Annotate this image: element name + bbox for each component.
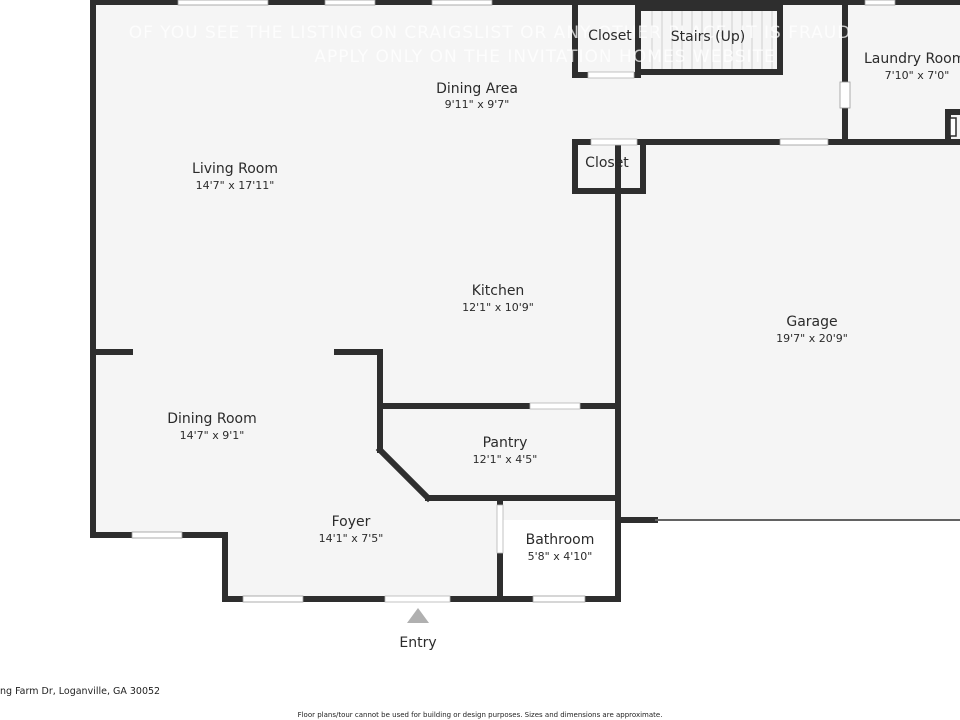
dining-area-name: Dining Area <box>436 81 518 97</box>
closet-mid-name: Closet <box>585 155 629 171</box>
laundry-room-dims: 7'10" x 7'0" <box>885 69 950 82</box>
disclaimer-text: Floor plans/tour cannot be used for buil… <box>297 711 663 719</box>
foyer-name: Foyer <box>332 514 371 530</box>
laundry-room-name: Laundry Room <box>864 51 960 67</box>
door-openings <box>384 71 638 603</box>
pantry-name: Pantry <box>483 435 528 451</box>
address-text: ng Farm Dr, Loganville, GA 30052 <box>0 686 161 697</box>
living-room-name: Living Room <box>192 161 278 177</box>
foyer-dims: 14'1" x 7'5" <box>319 532 384 545</box>
floor-fill <box>93 4 960 599</box>
entry-label: Entry <box>399 635 436 651</box>
living-room-dims: 14'7" x 17'11" <box>196 179 275 192</box>
closet-top-name: Closet <box>588 28 632 44</box>
kitchen-name: Kitchen <box>472 283 525 299</box>
stairs-name: Stairs (Up) <box>671 29 745 45</box>
dining-room-dims: 14'7" x 9'1" <box>180 429 245 442</box>
watermark-line-1: OF YOU SEE THE LISTING ON CRAIGSLIST OR … <box>129 23 852 43</box>
pantry-dims: 12'1" x 4'5" <box>473 453 538 466</box>
dining-area-dims: 9'11" x 9'7" <box>445 98 510 111</box>
windows <box>131 0 896 603</box>
entry-arrow-icon <box>407 608 429 623</box>
kitchen-dims: 12'1" x 10'9" <box>462 301 534 314</box>
garage-dims: 19'7" x 20'9" <box>776 332 848 345</box>
stairs-treads <box>651 8 773 70</box>
bathroom-dims: 5'8" x 4'10" <box>528 550 593 563</box>
bathroom-name: Bathroom <box>526 532 595 548</box>
laundry-cabinet <box>949 117 957 137</box>
garage-name: Garage <box>786 314 837 330</box>
dining-room-name: Dining Room <box>167 411 257 427</box>
watermark-line-2: APPLY ONLY ON THE INVITATION HOMES WEBSI… <box>314 47 775 67</box>
